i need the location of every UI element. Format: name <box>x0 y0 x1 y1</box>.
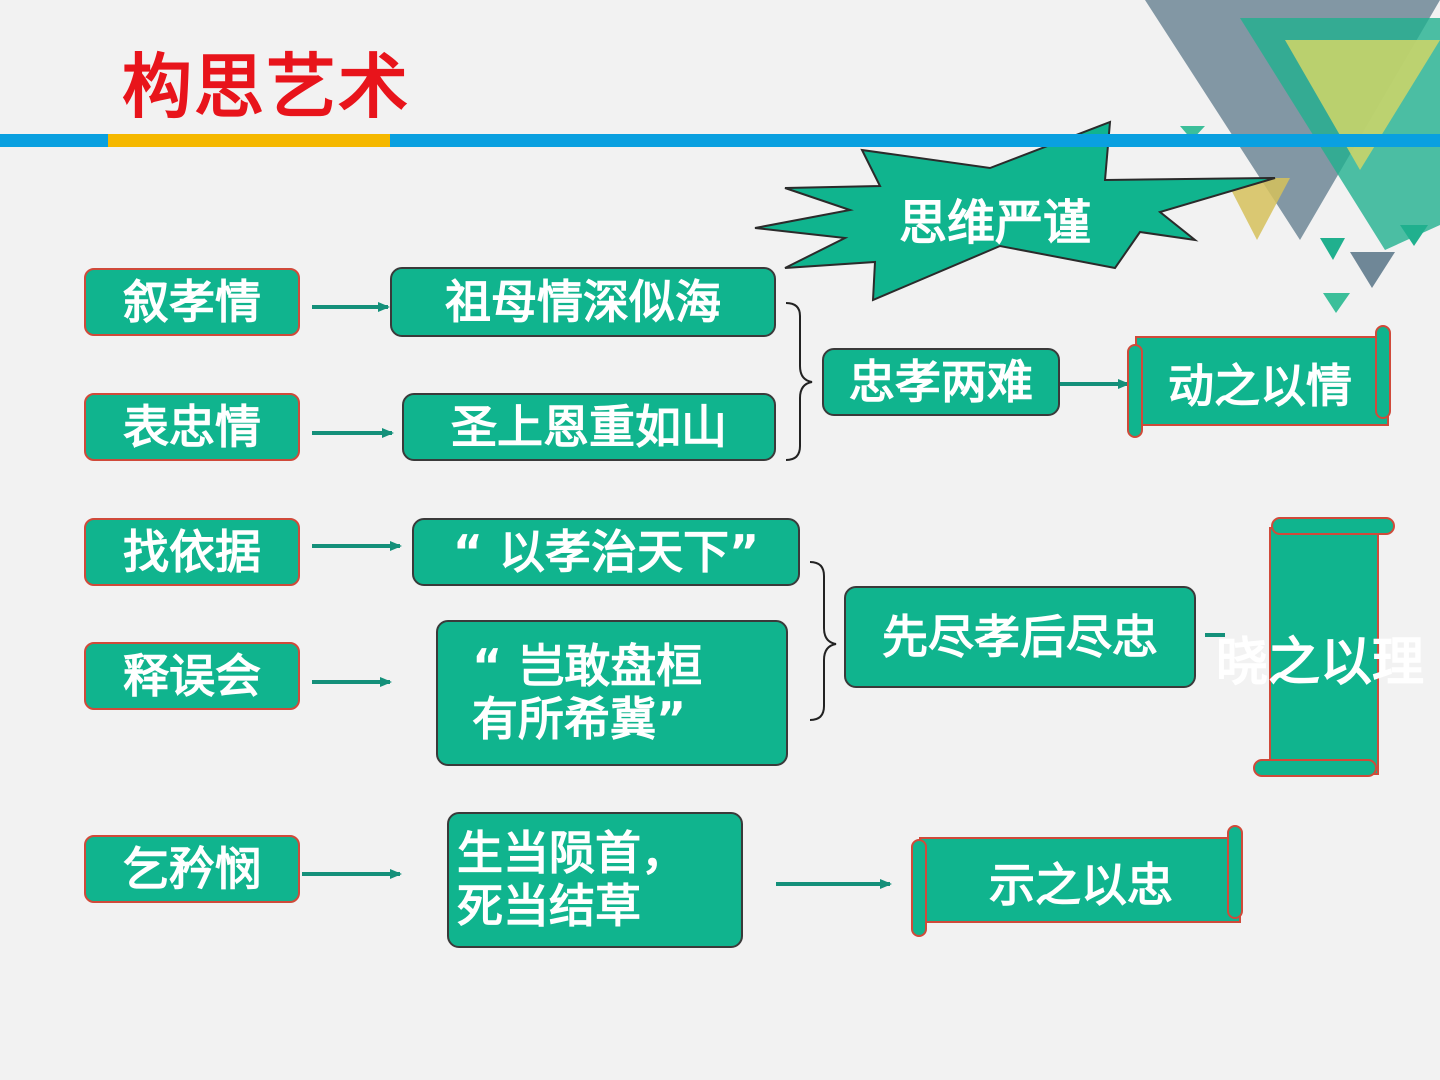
scroll-loyalty <box>911 825 1243 937</box>
middle-box-oath-line-1: 生当陨首， <box>457 826 687 881</box>
result-loyalty: 示之以忠 <box>989 858 1173 912</box>
group-box-dilemma: 忠孝两难 <box>822 348 1060 416</box>
middle-box-oath-line-2: 死当结草 <box>457 879 641 933</box>
result-reason: 晓之以理 <box>1215 632 1424 693</box>
brace-middle <box>809 561 837 721</box>
starburst-shape <box>754 120 1276 302</box>
scroll-emotion <box>1127 325 1391 438</box>
group-box-priority: 先尽孝后尽忠 <box>844 586 1196 688</box>
middle-box-no-ambition-line-1: “ 岂敢盘桓 <box>472 639 703 694</box>
middle-box-oath: 生当陨首， 死当结草 <box>447 812 743 948</box>
starburst-label: 思维严谨 <box>898 195 1091 251</box>
scroll-reason <box>1253 517 1395 777</box>
title-underline-yellow <box>108 134 390 147</box>
left-box-express-loyal: 表忠情 <box>84 393 300 461</box>
middle-box-no-ambition-line-2: 有所希冀” <box>472 692 687 746</box>
middle-box-filial-rule: “ 以孝治天下” <box>412 518 800 586</box>
corner-triangles <box>1145 0 1440 313</box>
middle-box-grandmother: 祖母情深似海 <box>390 267 776 337</box>
left-box-clear-misunderstanding: 释误会 <box>84 642 300 710</box>
left-box-narrate-filial: 叙孝情 <box>84 268 300 336</box>
left-box-find-basis: 找依据 <box>84 518 300 586</box>
brace-top <box>785 302 813 461</box>
result-emotion: 动之以情 <box>1168 359 1352 413</box>
left-box-plead-mercy: 乞矜悯 <box>84 835 300 903</box>
page-title: 构思艺术 <box>122 46 410 128</box>
middle-box-emperor: 圣上恩重如山 <box>402 393 776 461</box>
middle-box-no-ambition: “ 岂敢盘桓 有所希冀” <box>436 620 788 766</box>
